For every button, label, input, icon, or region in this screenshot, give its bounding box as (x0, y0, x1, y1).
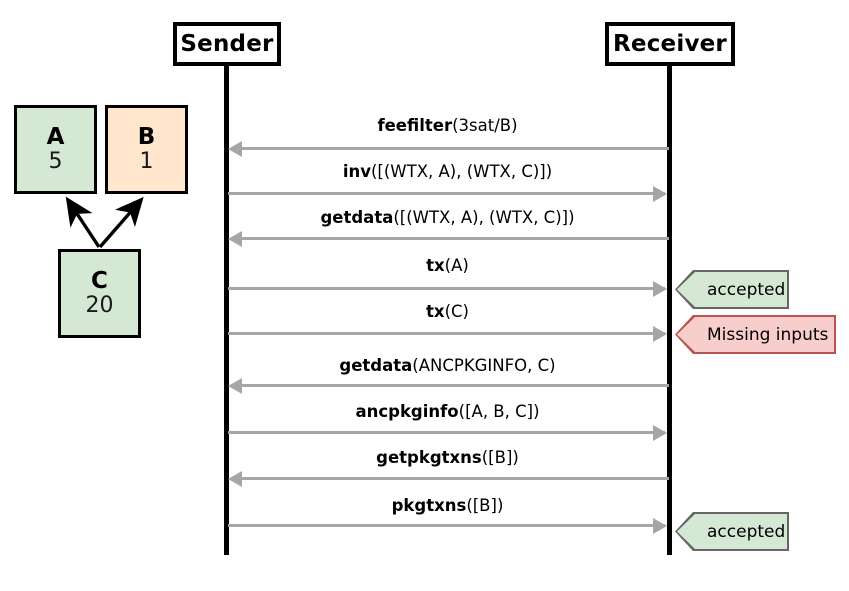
tx-node-b-name: B (137, 123, 156, 150)
message-line-m2 (228, 192, 665, 195)
message-command-m6: getdata (339, 356, 413, 375)
message-arrowhead-m4 (653, 280, 667, 297)
message-line-m3 (232, 237, 669, 240)
message-label-m3: getdata([(WTX, A), (WTX, C)]) (226, 208, 669, 227)
message-args-m6: (ANCPKGINFO, C) (412, 356, 556, 375)
message-label-m1: feefilter(3sat/B) (226, 116, 669, 135)
tx-graph-edges (65, 196, 144, 249)
message-label-m6: getdata(ANCPKGINFO, C) (226, 356, 669, 375)
message-line-m8 (232, 477, 669, 480)
message-arrowhead-m7 (653, 424, 667, 441)
tx-node-b: B 1 (105, 105, 188, 194)
message-line-m1 (232, 147, 669, 150)
lifeline-receiver (667, 66, 672, 555)
tx-node-a-name: A (46, 123, 65, 150)
tx-node-c-value: 20 (85, 292, 114, 318)
message-line-m5 (228, 332, 665, 335)
actor-box-receiver: Receiver (605, 22, 735, 66)
message-label-m9: pkgtxns([B]) (226, 496, 669, 515)
message-command-m3: getdata (320, 208, 394, 227)
message-arrowhead-m9 (653, 517, 667, 534)
status-badge-accepted-tx-a-label: accepted (707, 279, 786, 300)
message-args-m8: ([B]) (481, 448, 519, 467)
lifeline-sender (224, 66, 229, 555)
message-line-m6 (232, 384, 669, 387)
actor-box-sender: Sender (173, 22, 281, 66)
status-badge-accepted-pkgtxns: accepted (677, 514, 787, 549)
message-label-m2: inv([(WTX, A), (WTX, C)]) (226, 162, 669, 181)
actor-label-receiver: Receiver (613, 31, 727, 57)
message-arrowhead-m5 (653, 325, 667, 342)
message-args-m7: ([A, B, C]) (458, 402, 540, 421)
status-badge-accepted-tx-a: accepted (677, 272, 787, 307)
message-command-m7: ancpkginfo (355, 402, 459, 421)
message-arrowhead-m1 (228, 140, 242, 157)
tx-edge-c-to-b (98, 196, 144, 249)
status-badge-missing-inputs-label: Missing inputs (707, 324, 829, 345)
message-args-m1: (3sat/B) (452, 116, 518, 135)
message-command-m2: inv (342, 162, 371, 181)
message-line-m7 (228, 431, 665, 434)
tx-node-a: A 5 (14, 105, 97, 194)
message-arrowhead-m2 (653, 185, 667, 202)
status-badge-accepted-pkgtxns-label: accepted (707, 521, 786, 542)
tx-edge-c-to-a (65, 196, 101, 248)
tx-node-c: C 20 (58, 249, 141, 338)
message-args-m4: (A) (444, 256, 469, 275)
status-badge-missing-inputs: Missing inputs (677, 317, 834, 352)
message-label-m8: getpkgtxns([B]) (226, 448, 669, 467)
tx-node-c-name: C (91, 267, 108, 294)
actor-label-sender: Sender (180, 31, 274, 57)
message-command-m5: tx (426, 302, 445, 321)
message-label-m5: tx(C) (226, 302, 669, 321)
message-label-m7: ancpkginfo([A, B, C]) (226, 402, 669, 421)
message-args-m5: (C) (444, 302, 469, 321)
message-arrowhead-m3 (228, 230, 242, 247)
message-command-m4: tx (426, 256, 445, 275)
tx-node-a-value: 5 (48, 148, 63, 174)
message-args-m3: ([(WTX, A), (WTX, C)]) (393, 208, 575, 227)
message-args-m9: ([B]) (466, 496, 504, 515)
message-label-m4: tx(A) (226, 256, 669, 275)
message-command-m1: feefilter (377, 116, 453, 135)
message-command-m9: pkgtxns (391, 496, 467, 515)
message-arrowhead-m6 (228, 377, 242, 394)
message-args-m2: ([(WTX, A), (WTX, C)]) (371, 162, 553, 181)
tx-node-b-value: 1 (139, 148, 154, 174)
message-line-m4 (228, 287, 665, 290)
message-line-m9 (228, 524, 665, 527)
message-arrowhead-m8 (228, 470, 242, 487)
message-command-m8: getpkgtxns (376, 448, 482, 467)
